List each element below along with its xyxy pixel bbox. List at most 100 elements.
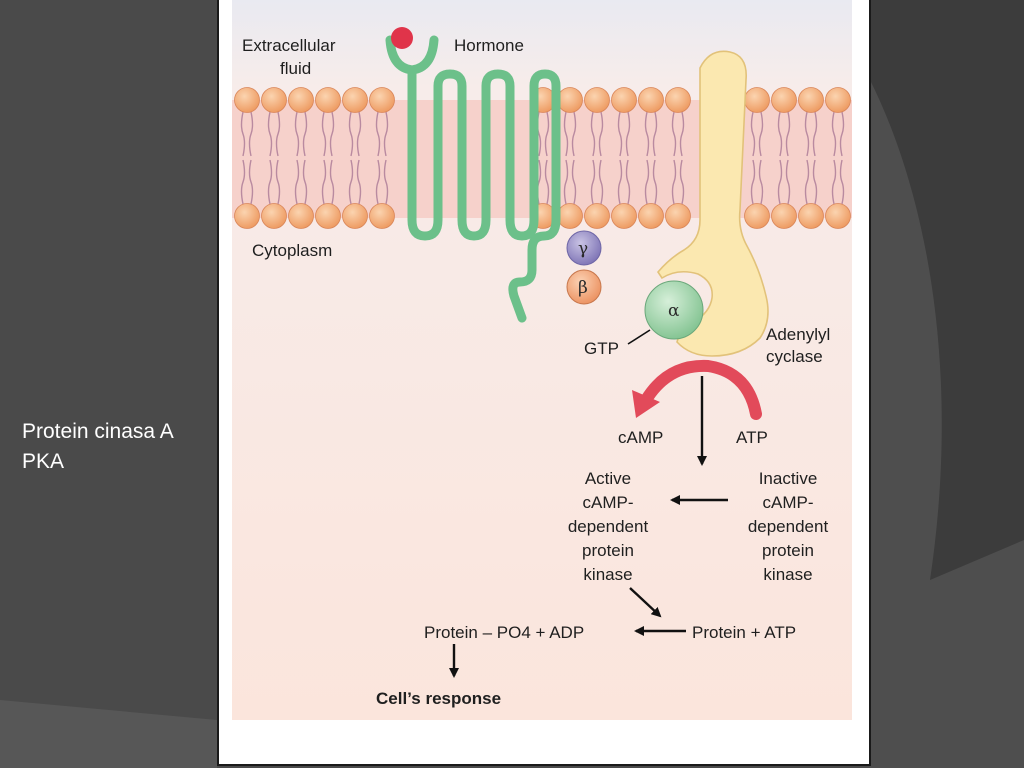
lipid-tail [839, 111, 845, 157]
camp-signaling-diagram: Extracellular fluid Hormone Cytoplasm γ … [232, 0, 852, 720]
lipid-tail [831, 159, 837, 205]
lipid-head [369, 87, 395, 113]
lipid-tail [652, 111, 658, 157]
lipid-tail [571, 159, 577, 205]
lipid-tail [804, 111, 810, 157]
lipid-tail [383, 111, 389, 157]
lipid-tail [625, 159, 631, 205]
lipid-tail [679, 159, 685, 205]
lipid-tail [275, 159, 281, 205]
hormone-receptor [385, 35, 561, 323]
lipid-tail [544, 111, 550, 157]
lipid-head [234, 87, 260, 113]
svg-text:dependent: dependent [568, 517, 649, 536]
lipid-tail [375, 111, 381, 157]
lipid-tail [329, 111, 335, 157]
lipid-head [638, 203, 664, 229]
lipid-head [665, 87, 691, 113]
label-adenylyl: Adenylyl [766, 325, 830, 344]
lipid-tail [321, 159, 327, 205]
lipid-tail [321, 111, 327, 157]
svg-text:Active: Active [585, 469, 631, 488]
label-cyclase: cyclase [766, 347, 823, 366]
lipid-head [342, 203, 368, 229]
label-active-kinase: Active cAMP- dependent protein kinase [568, 469, 649, 584]
lipid-tails [240, 111, 845, 205]
label-extracellular-2: fluid [280, 59, 311, 78]
lipid-head [744, 87, 770, 113]
label-extracellular-1: Extracellular [242, 36, 336, 55]
label-atp: ATP [736, 428, 768, 447]
lipid-tail [275, 111, 281, 157]
lipid-tail [302, 111, 308, 157]
lipid-head [771, 203, 797, 229]
lipid-tail [544, 159, 550, 205]
lipid-tail [652, 159, 658, 205]
lipid-head [744, 203, 770, 229]
lipid-head [261, 87, 287, 113]
label-alpha: α [668, 301, 680, 321]
lipid-tail [644, 111, 650, 157]
side-text-line-2: PKA [22, 450, 65, 473]
svg-text:cAMP-: cAMP- [763, 493, 814, 512]
lipid-tail [671, 159, 677, 205]
lipid-head [315, 203, 341, 229]
svg-text:kinase: kinase [763, 565, 812, 584]
lipid-tail [812, 111, 818, 157]
camp-synthesis-arrowhead [632, 390, 660, 418]
lipid-tail [598, 159, 604, 205]
lipid-head [611, 203, 637, 229]
svg-text:protein: protein [762, 541, 814, 560]
lipid-head [584, 87, 610, 113]
lipid-tail [758, 111, 764, 157]
lipid-tail [777, 159, 783, 205]
lipid-tail [598, 111, 604, 157]
lipid-tail [750, 111, 756, 157]
lipid-tail [785, 159, 791, 205]
membrane-band [232, 100, 852, 218]
lipid-head [798, 203, 824, 229]
lipid-tail [563, 111, 569, 157]
lipid-heads [234, 87, 851, 229]
label-hormone: Hormone [454, 36, 524, 55]
lipid-tail [294, 159, 300, 205]
label-gtp: GTP [584, 339, 619, 358]
lipid-tail [356, 111, 362, 157]
side-text-line-1: Protein cinasa A [22, 420, 174, 443]
lipid-tail [777, 111, 783, 157]
lipid-tail [812, 159, 818, 205]
lipid-head [611, 87, 637, 113]
arrow-kinase-to-protein [629, 587, 662, 618]
lipid-tail [617, 111, 623, 157]
lipid-tail [294, 111, 300, 157]
lipid-tail [617, 159, 623, 205]
lipid-head [557, 203, 583, 229]
lipid-tail [240, 111, 246, 157]
lipid-head [638, 87, 664, 113]
svg-text:kinase: kinase [583, 565, 632, 584]
lipid-head [234, 203, 260, 229]
lipid-head [825, 203, 851, 229]
lipid-tail [356, 159, 362, 205]
alpha-subunit [644, 280, 704, 340]
lipid-tail [348, 111, 354, 157]
lipid-tail [831, 111, 837, 157]
lipid-tail [329, 159, 335, 205]
lipid-tail [590, 159, 596, 205]
beta-subunit [566, 269, 602, 305]
lipid-tail [267, 111, 273, 157]
lipid-tail [644, 159, 650, 205]
lipid-head [825, 87, 851, 113]
svg-text:dependent: dependent [748, 517, 829, 536]
lipid-tail [563, 159, 569, 205]
lipid-tail [383, 159, 389, 205]
lipid-head [261, 203, 287, 229]
label-camp: cAMP [618, 428, 663, 447]
lipid-tail [679, 111, 685, 157]
gamma-subunit [566, 230, 602, 266]
label-gamma: γ [578, 239, 588, 259]
lipid-tail [571, 111, 577, 157]
lipid-tail [375, 159, 381, 205]
svg-text:protein: protein [582, 541, 634, 560]
